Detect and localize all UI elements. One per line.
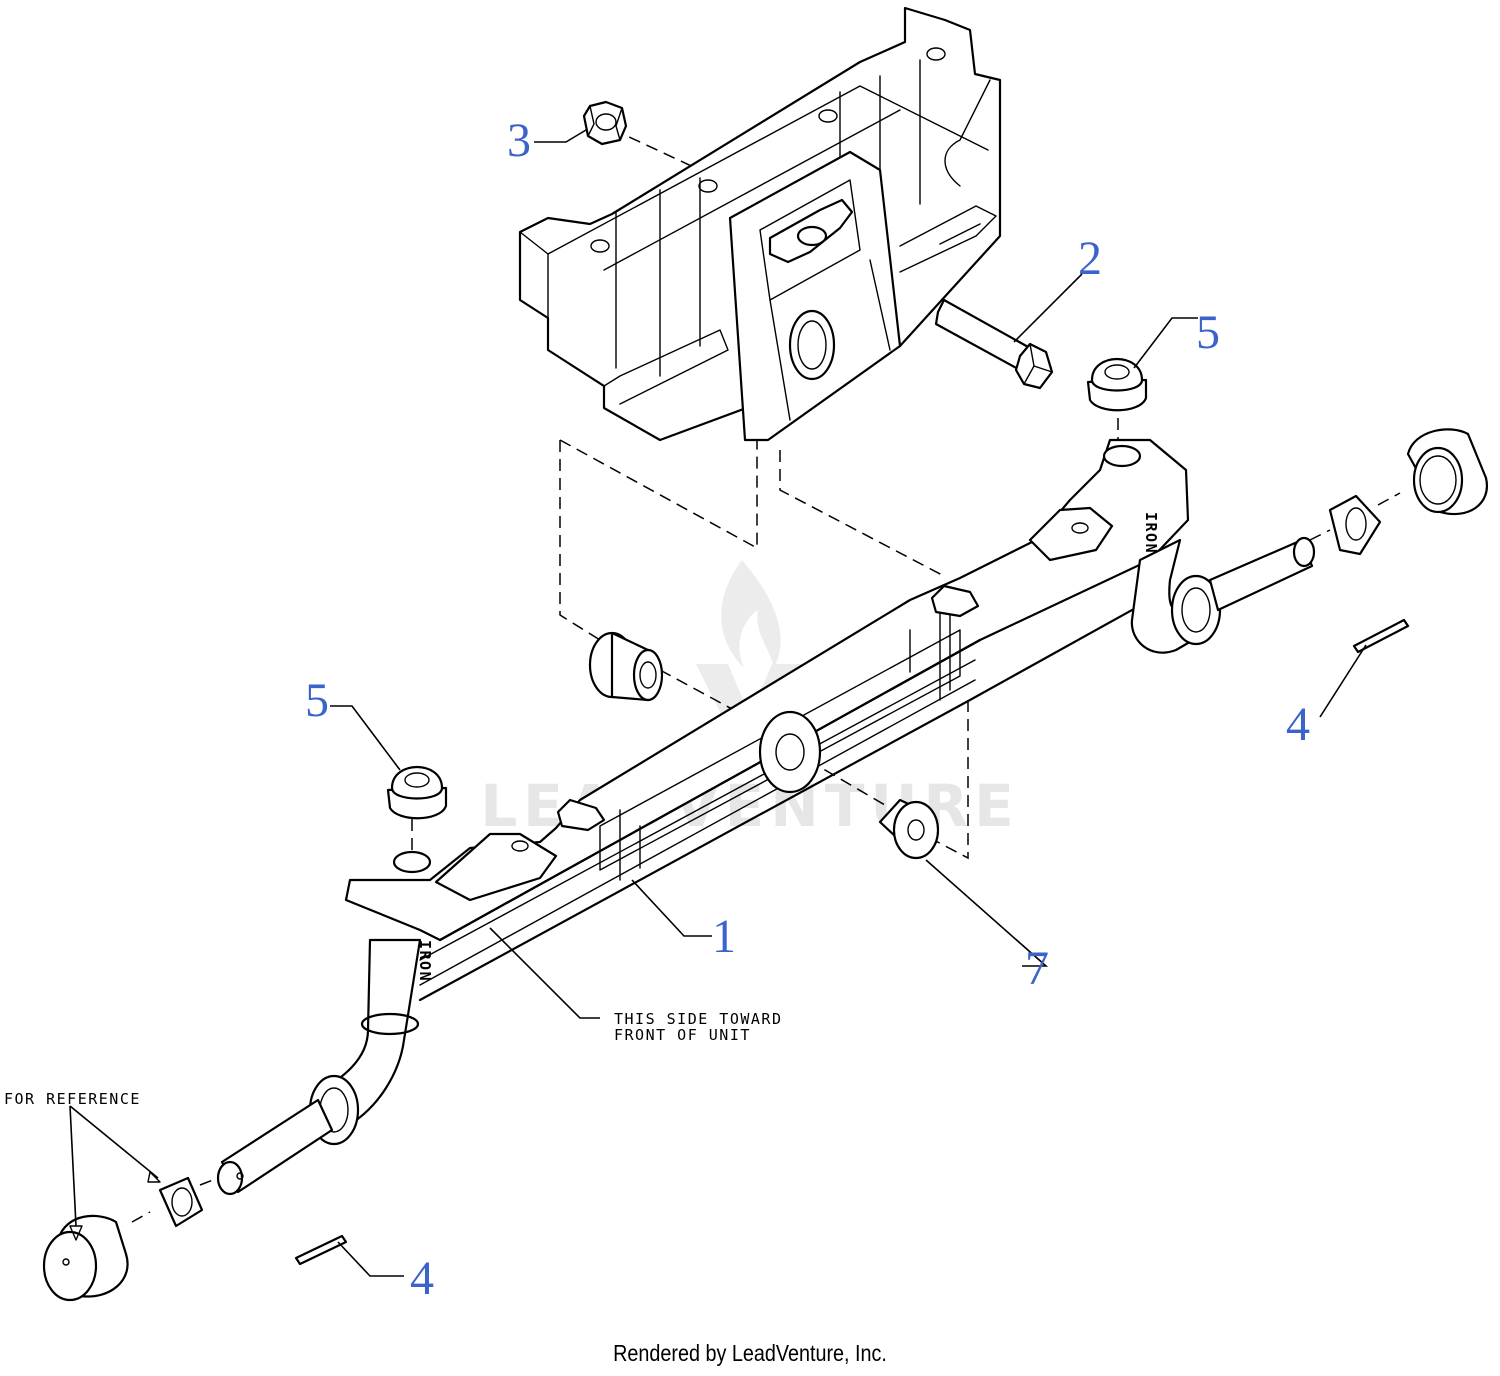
callout-7: 7 <box>1025 942 1049 995</box>
wheel-cap-left <box>42 1176 204 1302</box>
hex-nut <box>582 100 628 146</box>
callout-labels: 1 2 3 4 4 5 5 7 <box>305 114 1310 1305</box>
front-axle: IRON IRON <box>344 438 1190 1002</box>
leader-lines <box>69 129 1367 1277</box>
callout-5-left: 5 <box>305 674 329 727</box>
callout-2: 2 <box>1078 232 1102 285</box>
flange-bushing-upper <box>588 631 664 702</box>
spindle-left <box>216 938 422 1196</box>
bushing-cap-left <box>386 766 448 820</box>
diagram-notes: THIS SIDE TOWARD FRONT OF UNIT FOR REFER… <box>4 1010 783 1108</box>
spindle-right <box>1130 536 1316 654</box>
cast-mark-left: IRON <box>416 940 434 982</box>
callout-1: 1 <box>712 910 736 963</box>
axle-mount-bracket <box>518 6 1002 442</box>
callout-4-left: 4 <box>410 1252 434 1305</box>
bushing-cap-right <box>1086 358 1148 412</box>
flange-bushing-lower <box>878 798 940 860</box>
cotter-pin-right <box>1352 618 1410 654</box>
callout-3: 3 <box>507 114 531 167</box>
callout-5-right: 5 <box>1196 306 1220 359</box>
note-front-line2: FRONT OF UNIT <box>614 1026 751 1044</box>
cast-mark-right: IRON <box>1142 512 1160 554</box>
callout-4-right: 4 <box>1286 698 1310 751</box>
wheel-cap-right <box>1328 428 1489 556</box>
pivot-bolt <box>934 298 1054 390</box>
note-front-line1: THIS SIDE TOWARD <box>614 1010 783 1028</box>
flame-watermark-icon <box>721 560 781 668</box>
note-reference: FOR REFERENCE <box>4 1090 141 1108</box>
render-credit: Rendered by LeadVenture, Inc. <box>613 1340 887 1366</box>
cotter-pin-left <box>294 1234 348 1266</box>
